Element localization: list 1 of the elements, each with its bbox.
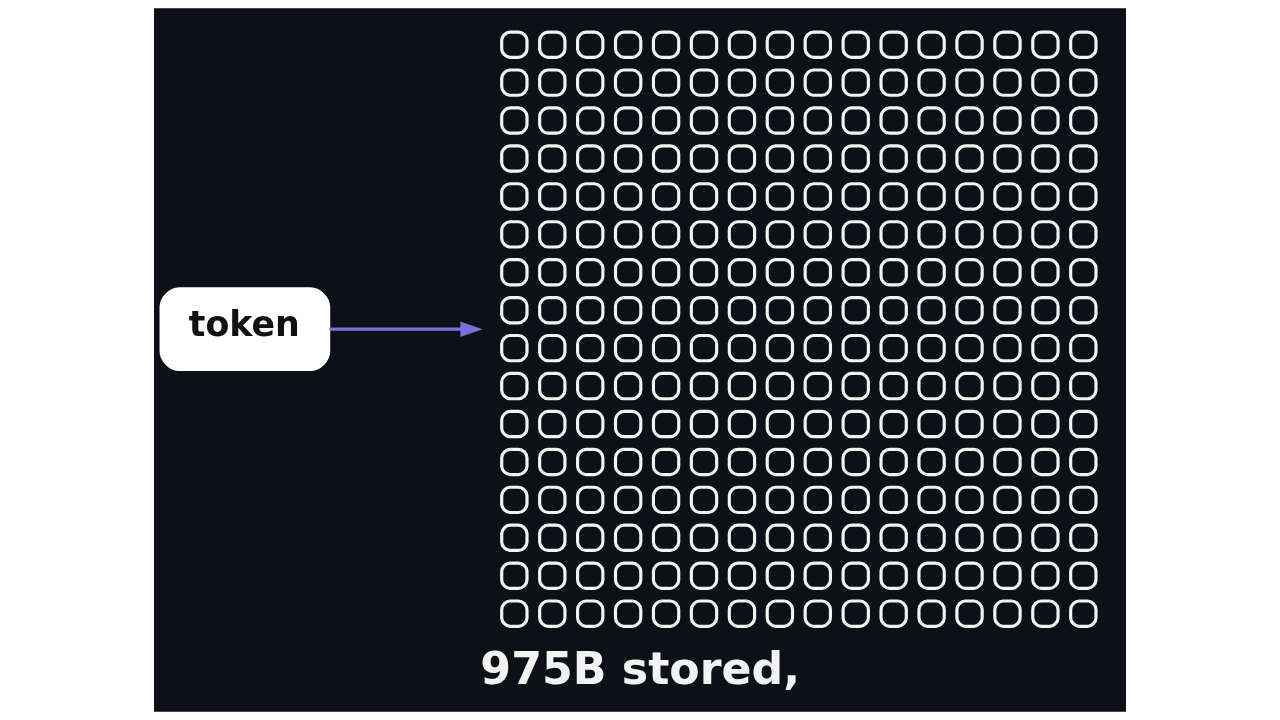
caption: 975B stored, xyxy=(480,642,801,694)
